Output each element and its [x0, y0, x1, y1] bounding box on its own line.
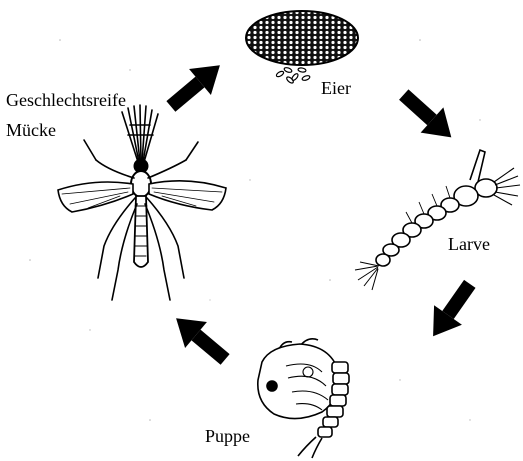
label-eggs: Eier [321, 79, 351, 97]
loose-eggs-illustration [276, 67, 311, 84]
arrow-larva-to-pupa [419, 274, 484, 346]
egg-raft-illustration [246, 11, 358, 65]
label-pupa: Puppe [205, 427, 250, 445]
pupa-illustration [258, 339, 349, 458]
arrow-pupa-to-adult [165, 305, 236, 372]
arrow-adult-to-eggs [160, 52, 231, 119]
label-larva: Larve [448, 235, 490, 253]
label-adult-line2: Mücke [6, 121, 56, 139]
arrow-eggs-to-larva [392, 82, 462, 150]
label-adult-line1: Geschlechtsreife [6, 91, 126, 109]
adult-mosquito-illustration [58, 105, 226, 300]
larva-illustration [355, 150, 520, 290]
